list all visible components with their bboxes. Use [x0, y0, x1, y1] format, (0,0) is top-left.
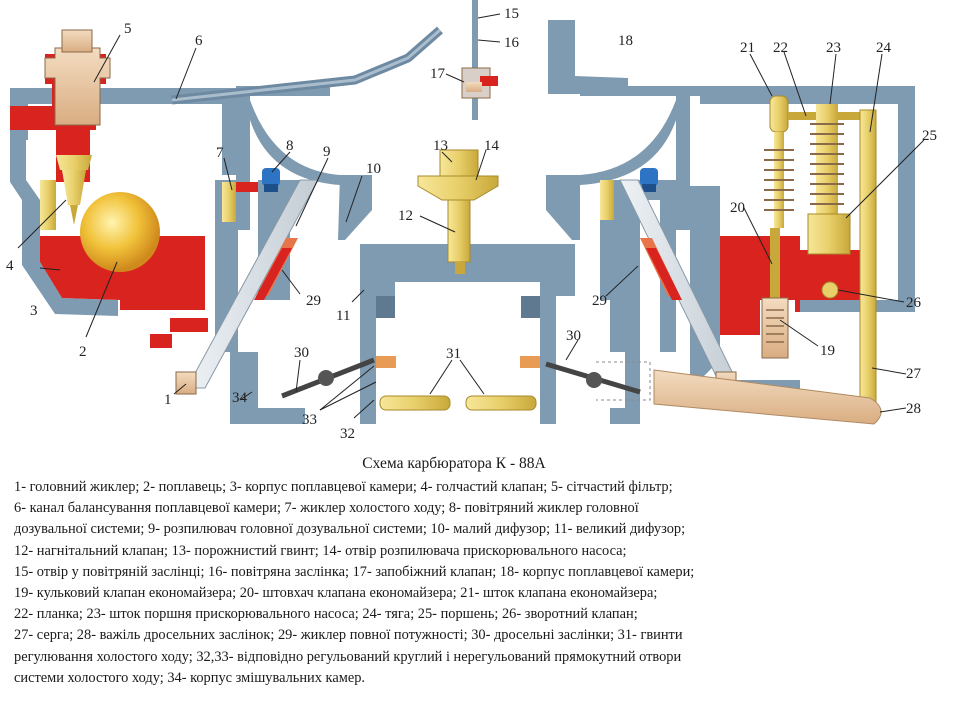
idle-screws	[376, 356, 540, 411]
caption-block: Схема карбюратора К - 88А 1- головний жи…	[14, 453, 954, 715]
legend-line: 19- кульковий клапан економайзера; 20- ш…	[14, 585, 658, 602]
callout-12: 12	[398, 208, 413, 224]
callout-17: 17	[430, 66, 446, 82]
callout-21: 21	[740, 40, 755, 56]
callout-4: 4	[6, 258, 14, 274]
carburetor-diagram: 1 2 3 4 5 6 7 8 9 10 11 12 13 14 15 16 1…	[6, 0, 937, 442]
needle-valve	[40, 155, 92, 230]
callout-26: 26	[906, 295, 922, 311]
economizer	[761, 95, 794, 359]
air-damper	[461, 0, 498, 120]
legend-line: системи холостого ходу; 34- корпус змішу…	[14, 669, 365, 686]
callout-19: 19	[820, 343, 835, 359]
caption-title: Схема карбюратора К - 88А	[362, 455, 546, 472]
callout-8: 8	[286, 138, 294, 154]
fuel-filter	[44, 29, 111, 130]
callout-16: 16	[504, 35, 520, 51]
callout-28: 28	[906, 401, 921, 417]
callout-22: 22	[773, 40, 788, 56]
legend-line: 15- отвір у повітряній заслінці; 16- пов…	[14, 563, 695, 580]
callout-34: 34	[232, 390, 248, 406]
callout-9: 9	[323, 144, 331, 160]
callout-24: 24	[876, 40, 892, 56]
callout-23: 23	[826, 40, 841, 56]
air-jet-right	[640, 168, 658, 192]
pump-rod	[859, 109, 877, 416]
legend-line: 27- серга; 28- важіль дросельних засліно…	[14, 627, 683, 644]
callout-32: 32	[340, 426, 355, 442]
legend-line: 12- нагнітальний клапан; 13- порожнистий…	[14, 542, 627, 559]
idle-jet	[222, 182, 258, 222]
callout-10: 10	[366, 161, 381, 177]
legend-line: 22- планка; 23- шток поршня прискорюваль…	[14, 606, 638, 623]
callout-29-left: 29	[306, 293, 321, 309]
fuel-left	[10, 106, 208, 348]
callout-30-left: 30	[294, 345, 309, 361]
callout-25: 25	[922, 128, 937, 144]
air-jet-left	[262, 168, 280, 192]
callout-31: 31	[446, 346, 461, 362]
accelerator-nozzle	[417, 149, 499, 274]
callout-5: 5	[124, 21, 132, 37]
callout-11: 11	[336, 308, 350, 324]
throttle-lever	[653, 369, 882, 425]
callout-6: 6	[195, 33, 203, 49]
callout-15: 15	[504, 6, 519, 22]
legend-line: регулювання холостого ходу; 32,33- відпо…	[14, 648, 682, 665]
legend-line: дозувальної системи; 9- розпилювач голов…	[14, 521, 686, 538]
callout-30-right: 30	[566, 328, 581, 344]
jet-right-brass	[600, 180, 614, 220]
callout-18: 18	[618, 33, 633, 49]
callout-2: 2	[79, 344, 87, 360]
callout-14: 14	[484, 138, 500, 154]
legend-line: 1- головний жиклер; 2- поплавець; 3- кор…	[14, 479, 673, 495]
callout-27: 27	[906, 366, 922, 382]
float	[80, 192, 160, 272]
callout-13: 13	[433, 138, 448, 154]
callout-33: 33	[302, 412, 317, 428]
callout-29-right: 29	[592, 293, 607, 309]
callout-leaders	[17, 13, 925, 419]
callout-3: 3	[30, 303, 38, 319]
callout-7: 7	[216, 145, 224, 161]
callout-20: 20	[730, 200, 745, 216]
accelerator-pump	[788, 104, 870, 299]
throttle-plates	[281, 357, 651, 401]
callout-labels: 1 2 3 4 5 6 7 8 9 10 11 12 13 14 15 16 1…	[6, 6, 937, 442]
legend-line: 6- канал балансування поплавцевої камери…	[14, 500, 639, 517]
callout-1: 1	[164, 392, 172, 408]
sprayer-left	[175, 179, 319, 395]
